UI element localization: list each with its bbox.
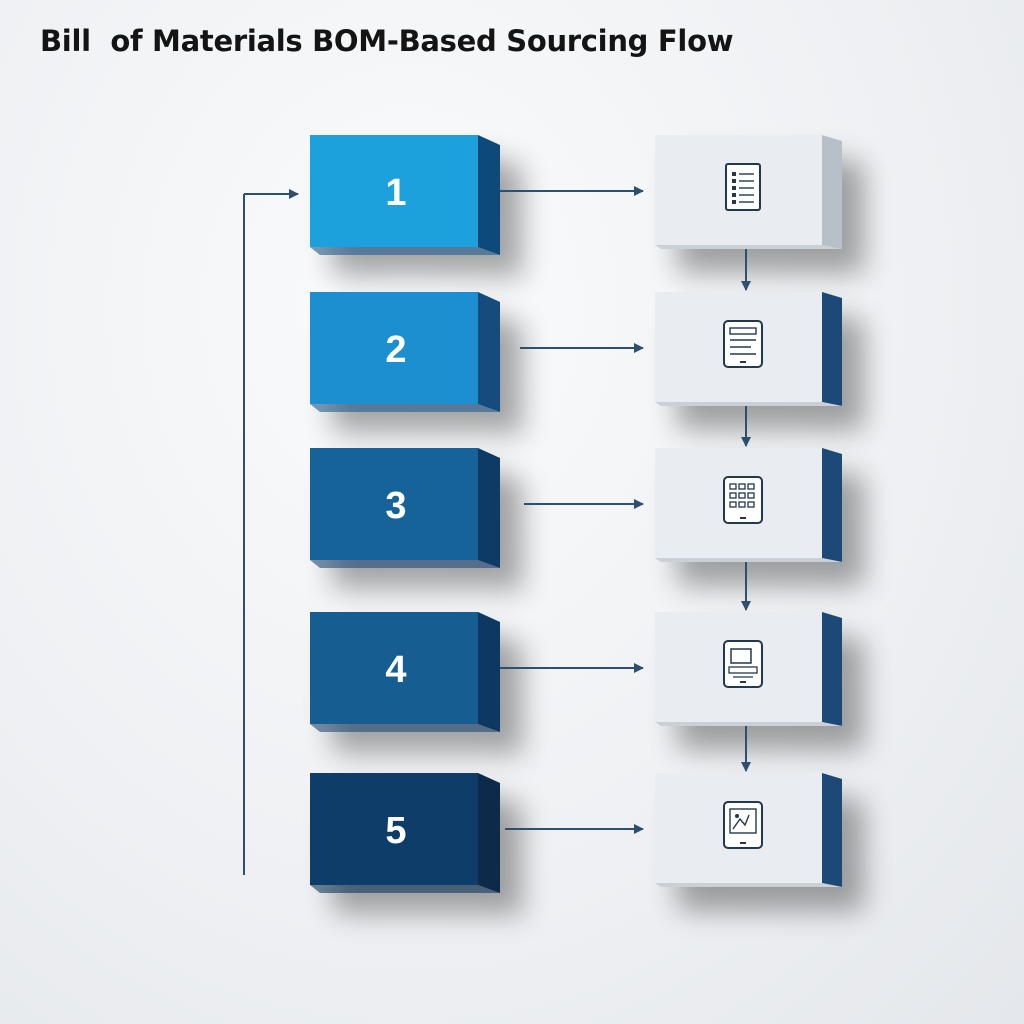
step-number-4: 4 <box>385 649 406 691</box>
document-list-icon <box>725 163 761 211</box>
step-box-4: 4 <box>310 612 500 732</box>
step-number-1: 1 <box>385 172 406 214</box>
drawing-tablet-icon <box>723 801 763 849</box>
step-box-1: 1 <box>310 135 500 255</box>
grid-tablet-icon <box>723 476 763 524</box>
step-card-5 <box>655 773 842 887</box>
step-card-1 <box>655 135 842 249</box>
step-number-5: 5 <box>385 810 406 852</box>
workstation-tablet-icon <box>723 640 763 688</box>
step-box-3: 3 <box>310 448 500 568</box>
page-title: Bill of Materials BOM-Based Sourcing Flo… <box>40 24 734 58</box>
step-number-3: 3 <box>385 485 406 527</box>
step-box-2: 2 <box>310 292 500 412</box>
step-number-2: 2 <box>385 329 406 371</box>
feedback-loop-arrow <box>243 189 299 875</box>
step-card-3 <box>655 448 842 562</box>
form-tablet-icon <box>723 320 763 368</box>
step-box-5: 5 <box>310 773 500 893</box>
step-card-2 <box>655 292 842 406</box>
step-card-4 <box>655 612 842 726</box>
